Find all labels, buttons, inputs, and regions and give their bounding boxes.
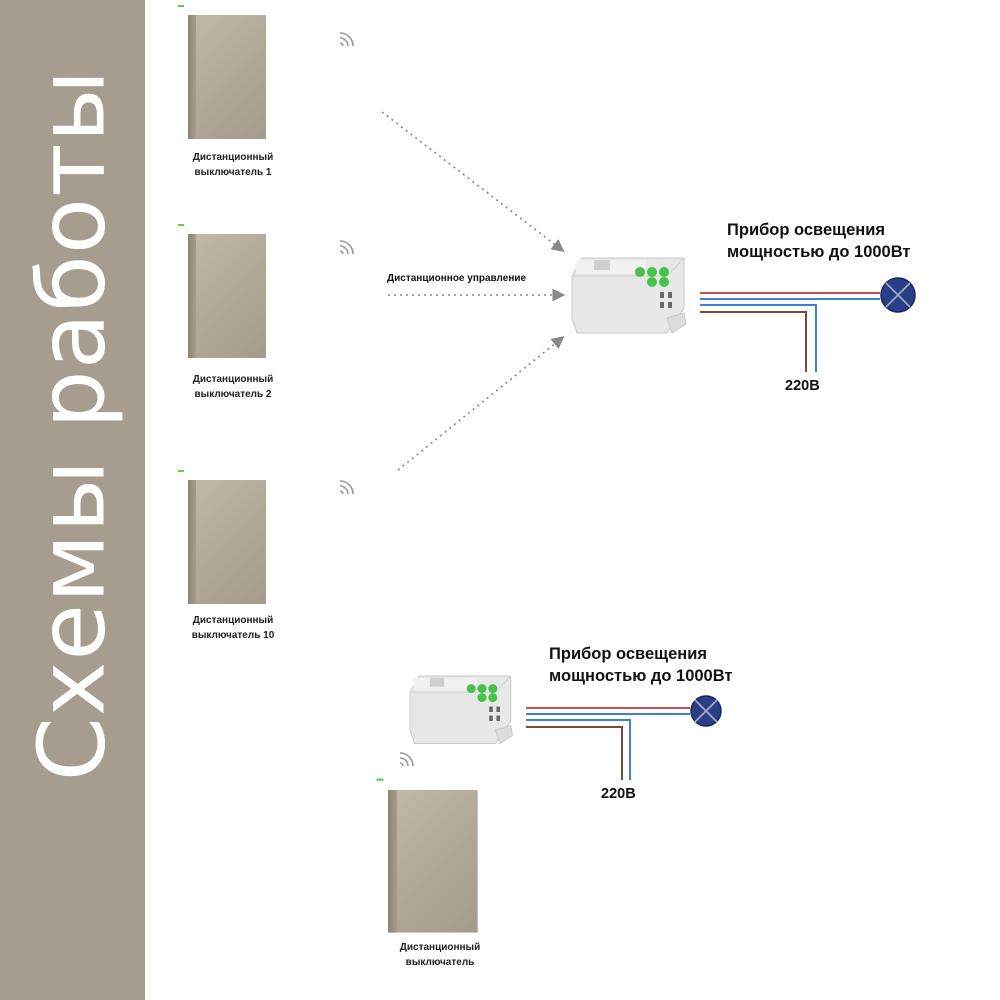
switch-led: [178, 5, 184, 7]
lamp-icon: [880, 277, 916, 313]
switch-edge: [188, 15, 196, 139]
switch-label-10: Дистанционный выключатель 10: [170, 613, 296, 643]
switch-label-line2: выключатель 10: [191, 630, 275, 641]
device-label-line2: мощностью до 1000Вт: [549, 667, 733, 685]
signal-arrow-3: [397, 335, 565, 471]
wireless-signal-icon: [339, 480, 354, 495]
switch-edge: [388, 790, 398, 933]
sidebar: Схемы работы: [0, 0, 145, 1000]
switch-led: [376, 778, 384, 781]
switch-label-single: Дистанционный выключатель: [370, 940, 510, 970]
switch-panel: [188, 234, 266, 358]
switch-edge: [188, 234, 196, 358]
wire-brown-down: [526, 726, 623, 780]
device-label: Прибор освещения мощностью до 1000Вт: [549, 643, 733, 687]
switch-panel: [188, 480, 266, 604]
wire-brown-down: [700, 311, 807, 372]
signal-arrow-1: [381, 111, 565, 252]
device-label-line1: Прибор освещения: [727, 221, 885, 239]
wireless-signal-icon: [339, 32, 354, 47]
switch-label-line2: выключатель 2: [194, 389, 272, 400]
remote-control-label: Дистанционное управление: [387, 273, 527, 284]
device-label-line2: мощностью до 1000Вт: [727, 243, 911, 261]
switch-led: [178, 470, 184, 472]
voltage-label: 220В: [601, 786, 636, 802]
wireless-signal-icon: [339, 240, 354, 255]
switch-led: [178, 224, 184, 226]
switch-label-2: Дистанционный выключатель 2: [170, 372, 296, 402]
relay-module-icon: [409, 675, 514, 745]
device-label-line1: Прибор освещения: [549, 645, 707, 663]
switch-label-1: Дистанционный выключатель 1: [170, 150, 296, 180]
wireless-signal-icon: [399, 752, 414, 767]
wire-blue-down: [700, 304, 817, 372]
voltage-label: 220В: [785, 378, 820, 394]
switch-label-line1: Дистанционный: [192, 374, 274, 385]
switch-label-line1: Дистанционный: [192, 152, 274, 163]
device-label: Прибор освещения мощностью до 1000Вт: [727, 219, 911, 263]
switch-label-line1: Дистанционный: [192, 615, 274, 626]
lamp-icon: [690, 695, 722, 727]
switch-panel: [388, 790, 478, 933]
switch-label-line2: выключатель: [405, 957, 475, 968]
switch-panel: [188, 15, 266, 139]
wire-blue-down: [526, 719, 631, 780]
relay-module-icon: [571, 257, 687, 334]
switch-label-line1: Дистанционный: [399, 942, 481, 953]
switch-label-line2: выключатель 1: [194, 167, 272, 178]
switch-edge: [188, 480, 196, 604]
